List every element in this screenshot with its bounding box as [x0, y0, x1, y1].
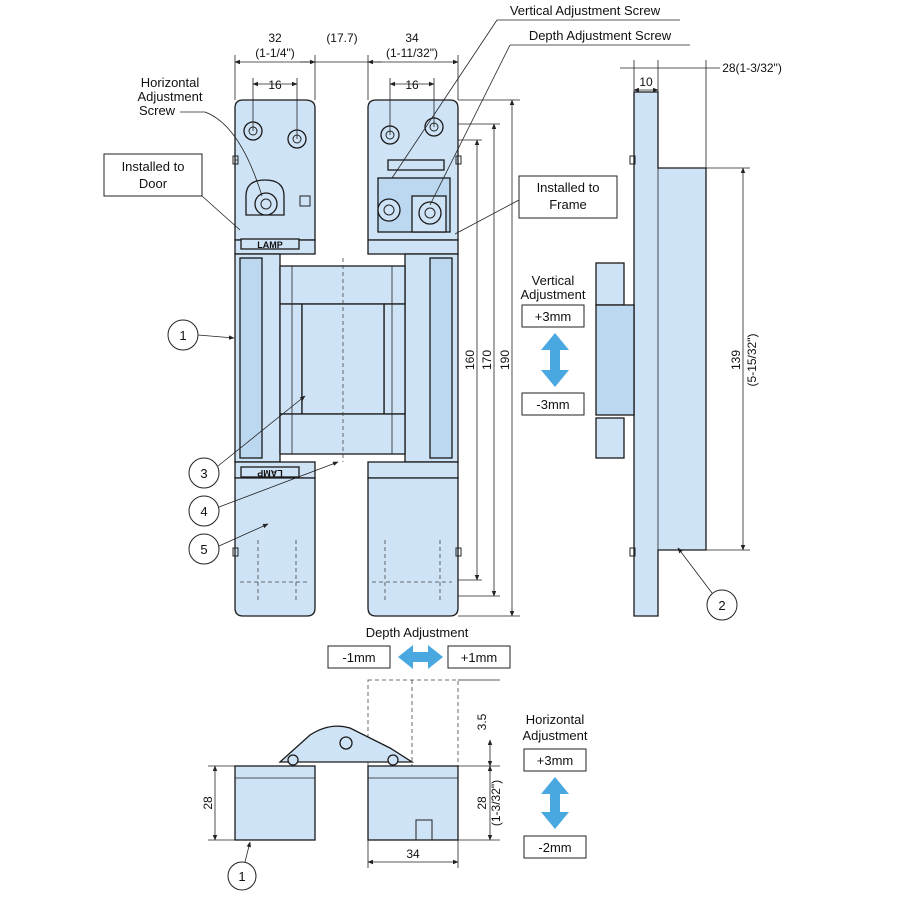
label-installed-door-1: Installed to	[122, 159, 185, 174]
label-installed-door-2: Door	[139, 176, 168, 191]
callout-3	[188, 457, 220, 489]
label-horizontal-screw-1: Horizontal	[141, 75, 200, 90]
depth-minus-value: -1mm	[342, 650, 375, 665]
label-horizontal-screw-2: Adjustment	[137, 89, 202, 104]
label-horiz-adj-2: Adjustment	[522, 728, 587, 743]
vert-plus-value: +3mm	[535, 309, 571, 324]
label-depth-screw: Depth Adjustment Screw	[529, 28, 672, 43]
dim-thickness-28-right: 28	[475, 796, 489, 810]
door-body	[232, 99, 316, 617]
depth-adjust-arrow	[398, 645, 443, 669]
label-installed-frame-2: Frame	[549, 197, 587, 212]
brand-label-top: LAMP	[257, 240, 283, 250]
horiz-plus-value: +3mm	[537, 753, 573, 768]
vert-minus-value: -3mm	[536, 397, 569, 412]
dim-depth-10: 10	[639, 75, 653, 89]
dim-thickness-28-in: (1-3/32")	[489, 780, 503, 826]
depth-plus-value: +1mm	[461, 650, 497, 665]
dim-depth-28: 28(1-3/32")	[722, 61, 782, 75]
horiz-minus-box	[523, 835, 587, 859]
dim-pitch-16-door: 16	[268, 78, 282, 92]
side-view	[595, 91, 707, 617]
vert-minus-box	[521, 392, 585, 416]
label-horiz-adj-1: Horizontal	[526, 712, 585, 727]
bottom-view	[234, 679, 459, 841]
dim-width-34: 34	[405, 31, 419, 45]
callout-4-number: 4	[200, 504, 207, 519]
installed-frame-box	[518, 175, 618, 219]
dim-height-190: 190	[498, 350, 512, 370]
vert-plus-box	[521, 304, 585, 328]
dim-height-139: 139	[729, 350, 743, 370]
callout-4	[188, 495, 220, 527]
depth-plus-box	[447, 645, 511, 669]
dim-offset-3-5: 3.5	[475, 713, 489, 730]
dim-thickness-28-left: 28	[201, 796, 215, 810]
horiz-minus-value: -2mm	[538, 840, 571, 855]
callout-5	[188, 533, 220, 565]
dim-height-139-in: (5-15/32")	[745, 334, 759, 387]
dim-width-32-in: (1-1/4")	[255, 46, 295, 60]
dim-gap: (17.7)	[326, 31, 357, 45]
callout-2	[706, 589, 738, 621]
dimension-lines	[208, 55, 750, 868]
dim-height-160: 160	[463, 350, 477, 370]
label-horizontal-screw-3: Screw	[139, 103, 176, 118]
vertical-adjust-arrow	[541, 333, 569, 387]
callout-2-number: 2	[718, 598, 725, 613]
label-vertical-adj-2: Adjustment	[520, 287, 585, 302]
label-vertical-adj-1: Vertical	[532, 273, 575, 288]
label-vertical-screw: Vertical Adjustment Screw	[510, 3, 661, 18]
brand-label-bottom: LAMP	[257, 468, 283, 478]
horizontal-adjust-arrow	[541, 777, 569, 829]
callout-1-bottom-number: 1	[238, 869, 245, 884]
label-installed-frame-1: Installed to	[537, 180, 600, 195]
callout-1-number: 1	[179, 328, 186, 343]
frame-body	[367, 99, 462, 617]
dim-bottom-34: 34	[406, 847, 420, 861]
depth-minus-box	[327, 645, 391, 669]
dim-pitch-16-frame: 16	[405, 78, 419, 92]
dim-width-34-in: (1-11/32")	[386, 46, 438, 60]
callout-1-bottom	[227, 861, 257, 891]
callout-5-number: 5	[200, 542, 207, 557]
label-depth-adj: Depth Adjustment	[366, 625, 469, 640]
horiz-plus-box	[523, 748, 587, 772]
hinge-arm	[279, 258, 406, 462]
installed-door-box	[103, 153, 203, 197]
dim-width-32: 32	[268, 31, 282, 45]
dim-height-170: 170	[480, 350, 494, 370]
callout-3-number: 3	[200, 466, 207, 481]
